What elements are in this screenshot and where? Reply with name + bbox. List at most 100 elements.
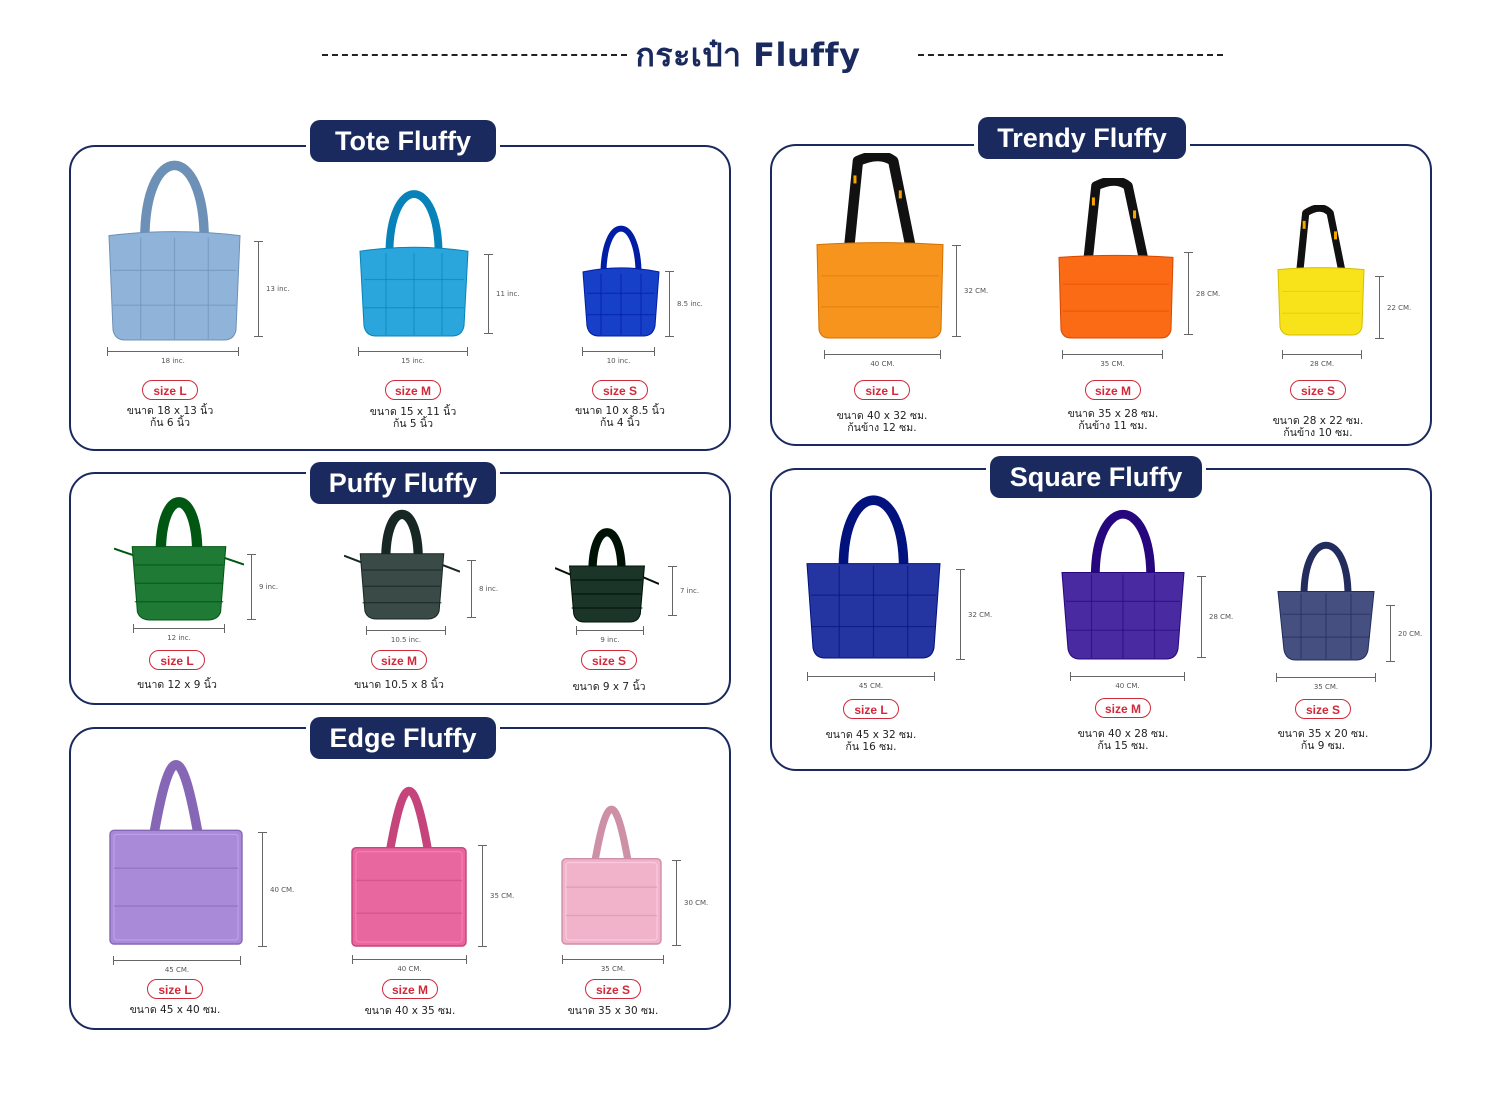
bag-image-edge-s — [560, 798, 663, 946]
size-description-line: ก้น 4 นิ้ว — [600, 417, 640, 429]
size-description: ขนาด 40 x 32 ซม.ก้นข้าง 12 ซม. — [802, 410, 962, 434]
size-badge-m: size M — [385, 380, 441, 400]
size-description-line: ขนาด 40 x 35 ซม. — [364, 1005, 456, 1017]
width-label: 40 CM. — [870, 360, 895, 368]
size-badge-l: size L — [142, 380, 198, 400]
height-label: 8 inc. — [479, 585, 499, 593]
size-description-line: ขนาด 12 x 9 นิ้ว — [137, 679, 217, 691]
size-description-line: ขนาด 35 x 30 ซม. — [567, 1005, 659, 1017]
size-badge-m: size M — [1095, 698, 1151, 718]
height-label: 40 CM. — [270, 885, 295, 894]
width-dimension: 35 CM. — [562, 955, 664, 973]
height-label: 7 inc. — [680, 587, 700, 595]
width-label: 15 inc. — [401, 357, 425, 365]
height-dimension: 32 CM. — [952, 245, 988, 337]
size-description-line: ขนาด 45 x 40 ซม. — [129, 1004, 221, 1016]
bag-image-square-s — [1276, 536, 1376, 662]
height-label: 8.5 inc. — [677, 300, 703, 308]
width-label: 9 inc. — [600, 636, 620, 644]
size-badge-l: size L — [149, 650, 205, 670]
size-badge-l: size L — [843, 699, 899, 719]
size-description-line: ขนาด 35 x 28 ซม. — [1067, 408, 1159, 420]
height-dimension: 30 CM. — [672, 860, 708, 946]
size-description: ขนาด 10.5 x 8 นิ้ว — [319, 679, 479, 691]
panel-title-trendy: Trendy Fluffy — [978, 117, 1186, 159]
size-description: ขนาด 28 x 22 ซม.ก้นข้าง 10 ซม. — [1238, 415, 1398, 439]
size-description-line: ขนาด 40 x 28 ซม. — [1077, 728, 1169, 740]
size-description: ขนาด 40 x 28 ซม.ก้น 15 ซม. — [1043, 728, 1203, 752]
size-description: ขนาด 9 x 7 นิ้ว — [529, 681, 689, 693]
size-description-line: ก้นข้าง 10 ซม. — [1283, 427, 1353, 439]
height-label: 22 CM. — [1387, 303, 1412, 312]
width-dimension: 35 CM. — [1062, 350, 1163, 368]
width-label: 28 CM. — [1309, 360, 1335, 368]
size-badge-s: size S — [592, 380, 648, 400]
height-label: 13 inc. — [266, 285, 290, 293]
bag-image-tote-m — [358, 183, 470, 338]
width-dimension: 10 inc. — [582, 347, 655, 365]
size-description-line: ขนาด 9 x 7 นิ้ว — [572, 681, 646, 693]
page-title-text: กระเป๋า Fluffy — [635, 36, 861, 74]
height-dimension: 8.5 inc. — [665, 271, 703, 337]
size-description-line: ก้น 9 ซม. — [1300, 740, 1346, 752]
width-dimension: 40 CM. — [824, 350, 941, 368]
height-dimension: 22 CM. — [1375, 276, 1411, 339]
size-description-line: ก้น 15 ซม. — [1097, 740, 1149, 752]
height-dimension: 7 inc. — [668, 566, 699, 616]
bag-image-puffy-s — [555, 524, 659, 624]
height-dimension: 32 CM. — [956, 569, 992, 660]
panel-title-tote: Tote Fluffy — [310, 120, 496, 162]
width-dimension: 15 inc. — [358, 347, 468, 365]
panel-title-edge: Edge Fluffy — [310, 717, 496, 759]
size-badge-m: size M — [382, 979, 438, 999]
height-label: 32 CM. — [964, 287, 989, 295]
width-label: 18 inc. — [161, 357, 185, 365]
width-label: 45 CM. — [164, 966, 190, 974]
width-dimension: 28 CM. — [1282, 350, 1362, 368]
bag-image-square-m — [1060, 503, 1186, 661]
width-label: 10.5 inc. — [390, 636, 422, 644]
size-description-line: ขนาด 18 x 13 นิ้ว — [126, 405, 214, 417]
size-description: ขนาด 35 x 20 ซม.ก้น 9 ซม. — [1243, 728, 1403, 752]
size-description-line: ขนาด 45 x 32 ซม. — [825, 729, 917, 741]
bag-image-puffy-l — [114, 492, 244, 622]
bag-image-trendy-m — [1057, 178, 1175, 340]
size-badge-s: size S — [585, 979, 641, 999]
size-description: ขนาด 15 x 11 นิ้วก้น 5 นิ้ว — [333, 406, 493, 430]
width-dimension: 9 inc. — [576, 626, 644, 644]
size-description-line: ก้นข้าง 12 ซม. — [847, 422, 917, 434]
height-dimension: 28 CM. — [1184, 252, 1220, 335]
size-badge-s: size S — [1295, 699, 1351, 719]
width-dimension: 18 inc. — [107, 347, 239, 365]
width-label: 10 inc. — [606, 357, 631, 365]
size-description-line: ก้น 16 ซม. — [845, 741, 897, 753]
size-description-line: ขนาด 40 x 32 ซม. — [836, 410, 928, 422]
panel-title-square: Square Fluffy — [990, 456, 1202, 498]
width-label: 45 CM. — [858, 682, 884, 690]
size-description-line: ขนาด 35 x 20 ซม. — [1277, 728, 1369, 740]
height-dimension: 13 inc. — [254, 241, 290, 337]
width-label: 40 CM. — [397, 965, 422, 973]
size-description: ขนาด 35 x 30 ซม. — [533, 1005, 693, 1017]
height-label: 28 CM. — [1209, 613, 1234, 621]
bag-image-puffy-m — [344, 505, 460, 621]
width-label: 35 CM. — [600, 965, 626, 973]
title-divider-left — [322, 54, 627, 56]
height-dimension: 40 CM. — [258, 832, 294, 947]
size-description-line: ก้นข้าง 11 ซม. — [1078, 420, 1148, 432]
width-label: 35 CM. — [1100, 360, 1125, 368]
height-label: 11 inc. — [496, 290, 520, 298]
size-description-line: ก้น 5 นิ้ว — [393, 418, 433, 430]
size-description-line: ก้น 6 นิ้ว — [150, 417, 190, 429]
title-divider-right — [918, 54, 1223, 56]
bag-image-tote-s — [581, 220, 661, 338]
size-badge-l: size L — [147, 979, 203, 999]
width-label: 40 CM. — [1115, 682, 1140, 690]
height-dimension: 9 inc. — [247, 554, 278, 620]
width-dimension: 35 CM. — [1276, 673, 1376, 691]
size-description: ขนาด 45 x 32 ซม.ก้น 16 ซม. — [791, 729, 951, 753]
width-dimension: 10.5 inc. — [366, 626, 446, 644]
size-badge-l: size L — [854, 380, 910, 400]
size-description: ขนาด 18 x 13 นิ้วก้น 6 นิ้ว — [90, 405, 250, 429]
height-label: 32 CM. — [968, 610, 993, 619]
